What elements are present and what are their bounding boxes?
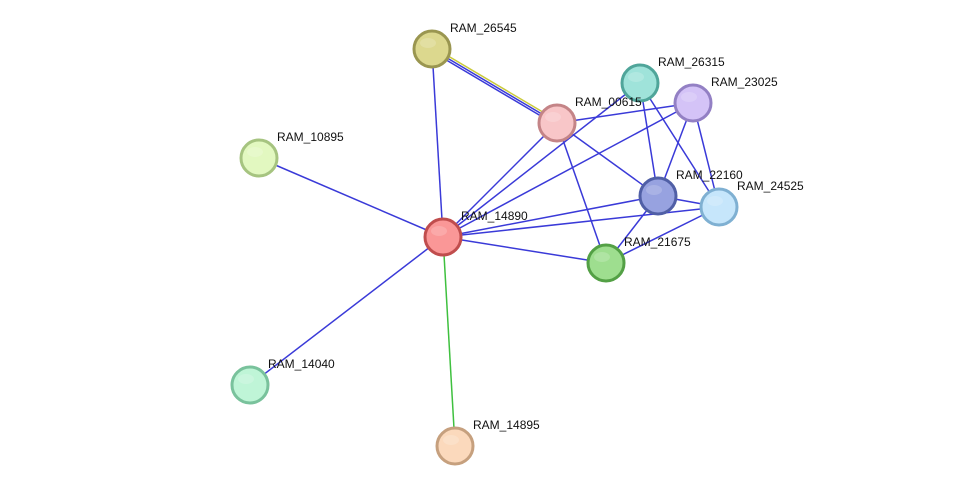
node-RAM_14040[interactable]: RAM_14040 — [230, 357, 335, 405]
node-label: RAM_24525 — [737, 179, 804, 193]
node-circle[interactable] — [699, 187, 739, 227]
node-highlight — [681, 92, 697, 102]
edge-RAM_14890-RAM_22160 — [442, 195, 659, 238]
node-circle[interactable] — [412, 29, 452, 69]
node-highlight — [238, 374, 254, 384]
node-label: RAM_22160 — [676, 168, 743, 182]
edge-RAM_26545-RAM_00615-1 — [431, 48, 558, 124]
edge-RAM_14895-RAM_14890 — [442, 236, 456, 447]
edge-RAM_14890-RAM_26315 — [442, 82, 641, 238]
node-label: RAM_14890 — [461, 209, 528, 223]
edge-RAM_24525-RAM_21675 — [605, 206, 720, 264]
edge-RAM_14890-RAM_00615 — [442, 122, 558, 238]
node-highlight — [420, 38, 436, 48]
node-circle[interactable] — [435, 426, 475, 466]
node-label: RAM_14040 — [268, 357, 335, 371]
node-highlight — [247, 147, 263, 157]
node-circle[interactable] — [537, 103, 577, 143]
node-label: RAM_14895 — [473, 418, 540, 432]
edge-RAM_26545-RAM_00615-0 — [432, 46, 559, 122]
node-RAM_14890[interactable]: RAM_14890 — [423, 209, 528, 257]
node-circle[interactable] — [239, 138, 279, 178]
node-circle[interactable] — [638, 176, 678, 216]
edge-RAM_10895-RAM_14890 — [258, 157, 444, 238]
node-RAM_00615[interactable]: RAM_00615 — [537, 95, 642, 143]
edge-RAM_14890-RAM_24525 — [442, 206, 720, 238]
node-label: RAM_00615 — [575, 95, 642, 109]
node-RAM_26315[interactable]: RAM_26315 — [620, 55, 725, 103]
node-RAM_14895[interactable]: RAM_14895 — [435, 418, 540, 466]
edge-RAM_00615-RAM_21675 — [556, 122, 607, 264]
edge-RAM_00615-RAM_22160 — [556, 122, 659, 197]
node-circle[interactable] — [586, 243, 626, 283]
node-RAM_10895[interactable]: RAM_10895 — [239, 130, 344, 178]
edge-RAM_26315-RAM_24525 — [639, 82, 720, 208]
node-circle[interactable] — [673, 83, 713, 123]
node-circle[interactable] — [230, 365, 270, 405]
node-highlight — [628, 72, 644, 82]
node-RAM_26545[interactable]: RAM_26545 — [412, 21, 517, 69]
edge-RAM_14890-RAM_23025 — [442, 102, 694, 238]
node-circle[interactable] — [423, 217, 463, 257]
node-highlight — [443, 435, 459, 445]
node-highlight — [646, 185, 662, 195]
edge-RAM_26545-RAM_14890 — [431, 48, 444, 238]
node-layer: RAM_26545RAM_26315RAM_23025RAM_00615RAM_… — [230, 21, 804, 466]
edge-RAM_14040-RAM_14890 — [249, 236, 444, 386]
node-RAM_21675[interactable]: RAM_21675 — [586, 235, 691, 283]
node-circle[interactable] — [620, 63, 660, 103]
node-label: RAM_23025 — [711, 75, 778, 89]
node-RAM_22160[interactable]: RAM_22160 — [638, 168, 743, 216]
node-highlight — [545, 112, 561, 122]
edge-RAM_26545-RAM_00615-2 — [430, 50, 557, 126]
node-RAM_23025[interactable]: RAM_23025 — [673, 75, 778, 123]
edge-layer — [249, 46, 720, 447]
node-label: RAM_21675 — [624, 235, 691, 249]
node-RAM_24525[interactable]: RAM_24525 — [699, 179, 804, 227]
node-highlight — [594, 252, 610, 262]
edge-RAM_00615-RAM_23025 — [556, 102, 694, 124]
node-highlight — [431, 226, 447, 236]
edge-RAM_14890-RAM_21675 — [442, 236, 607, 264]
node-label: RAM_26315 — [658, 55, 725, 69]
node-label: RAM_10895 — [277, 130, 344, 144]
node-label: RAM_26545 — [450, 21, 517, 35]
node-highlight — [707, 196, 723, 206]
